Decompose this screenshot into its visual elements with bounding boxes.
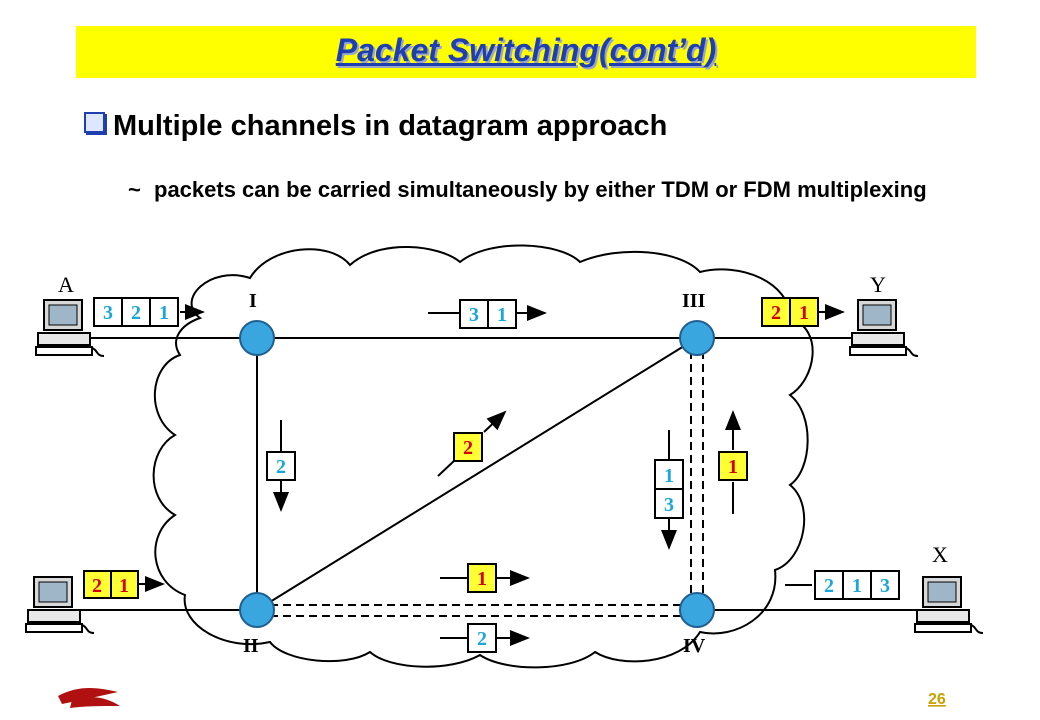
packet-group-ii-iv-bottom: 2 bbox=[467, 623, 497, 653]
network-cloud bbox=[152, 244, 814, 669]
checkbox-bullet-icon bbox=[84, 112, 105, 133]
link-ii-iii bbox=[256, 337, 698, 611]
packet-group-a: 3 2 1 bbox=[93, 297, 179, 327]
station-label-x: X bbox=[932, 542, 948, 567]
computer-x-icon bbox=[914, 576, 984, 634]
packet-iv-x-3: 3 bbox=[880, 575, 890, 597]
packet-group-ii-iv-top: 1 bbox=[467, 563, 497, 593]
packet-group-iv-x: 2 1 3 bbox=[814, 570, 900, 600]
packet-i-iii-1: 1 bbox=[497, 304, 507, 326]
packet-iii-iv-1: 1 bbox=[664, 465, 674, 487]
arrow-ii-iii-in bbox=[437, 459, 456, 477]
packet-group-iii-iv: 1 3 bbox=[654, 459, 684, 519]
packet-iv-iii-1: 1 bbox=[728, 456, 738, 478]
packet-iii-y-2: 2 bbox=[771, 302, 781, 324]
packet-group-i-iii: 3 1 bbox=[459, 299, 517, 329]
packet-ii-iv-top-1: 1 bbox=[477, 568, 487, 590]
packet-group-ii-iii: 2 bbox=[453, 432, 483, 462]
node-label-ii: II bbox=[243, 635, 259, 657]
node-label-iii: III bbox=[682, 290, 706, 312]
packet-group-iv-iii: 1 bbox=[718, 451, 748, 481]
computer-a-icon bbox=[35, 299, 105, 357]
station-label-a: A bbox=[58, 272, 74, 297]
packet-b-2: 2 bbox=[92, 575, 102, 597]
packet-i-ii-2: 2 bbox=[276, 456, 286, 478]
sub-bullet-text: packets can be carried simultaneously by… bbox=[154, 177, 927, 202]
computer-y-icon bbox=[849, 299, 919, 357]
page-number: 26 bbox=[928, 691, 946, 708]
packet-group-i-ii: 2 bbox=[266, 451, 296, 481]
sub-bullet-marker: ~ bbox=[128, 177, 141, 202]
packet-iv-x-1: 1 bbox=[852, 575, 862, 597]
node-ii bbox=[239, 592, 275, 628]
node-label-iv: IV bbox=[683, 635, 706, 657]
footer-logo-icon bbox=[58, 688, 120, 708]
arrow-ii-iii-out bbox=[483, 410, 507, 433]
slide-title: Packet Switching(cont’d) bbox=[335, 32, 717, 68]
packet-a-1: 1 bbox=[159, 302, 169, 324]
main-bullet-text: Multiple channels in datagram approach bbox=[113, 110, 668, 142]
packet-group-iii-y: 2 1 bbox=[761, 297, 819, 327]
packet-i-iii-3: 3 bbox=[469, 304, 479, 326]
packet-iii-y-1: 1 bbox=[799, 302, 809, 324]
node-i bbox=[239, 320, 275, 356]
computer-b-icon bbox=[25, 576, 95, 634]
packet-a-3: 3 bbox=[103, 302, 113, 324]
packet-ii-iii-2: 2 bbox=[463, 437, 473, 459]
packet-iii-iv-3: 3 bbox=[664, 494, 674, 516]
packet-a-2: 2 bbox=[131, 302, 141, 324]
node-iii bbox=[679, 320, 715, 356]
link-iii-iv-multichannel bbox=[690, 338, 704, 610]
sub-bullet: ~ packets can be carried simultaneously … bbox=[128, 175, 948, 205]
node-label-i: I bbox=[249, 290, 257, 312]
packet-group-b: 2 1 bbox=[83, 570, 139, 599]
station-label-y: Y bbox=[870, 272, 886, 297]
node-iv bbox=[679, 592, 715, 628]
packet-iv-x-2: 2 bbox=[824, 575, 834, 597]
link-ii-iv-multichannel bbox=[257, 604, 697, 617]
main-bullet: Multiple channels in datagram approach bbox=[84, 110, 667, 143]
packet-b-1: 1 bbox=[119, 575, 129, 597]
title-bar: Packet Switching(cont’d) bbox=[76, 26, 976, 78]
packet-ii-iv-bottom-2: 2 bbox=[477, 628, 487, 650]
